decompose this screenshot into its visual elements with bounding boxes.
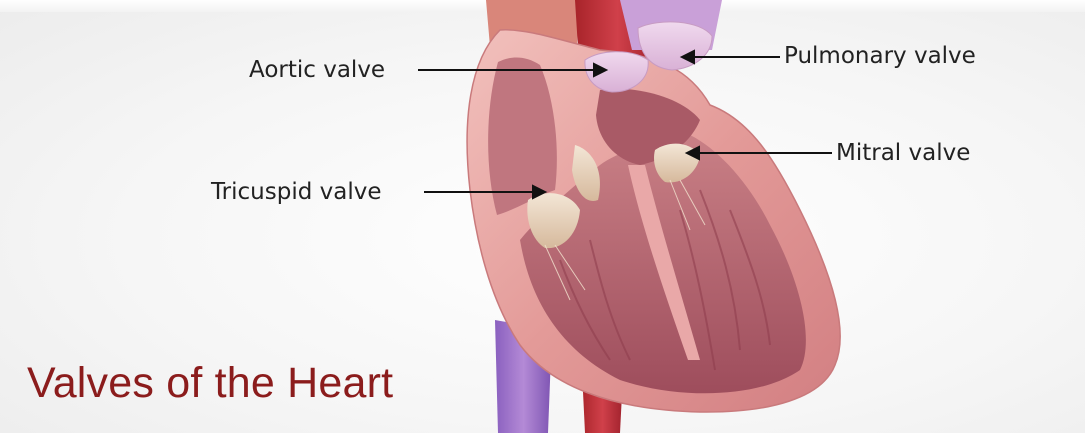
tricuspid-valve-label: Tricuspid valve — [211, 181, 381, 204]
aortic-valve-label: Aortic valve — [249, 59, 385, 82]
mitral-valve-label: Mitral valve — [836, 142, 970, 165]
pulmonary-valve-label: Pulmonary valve — [784, 45, 976, 68]
diagram-title: Valves of the Heart — [27, 362, 393, 405]
